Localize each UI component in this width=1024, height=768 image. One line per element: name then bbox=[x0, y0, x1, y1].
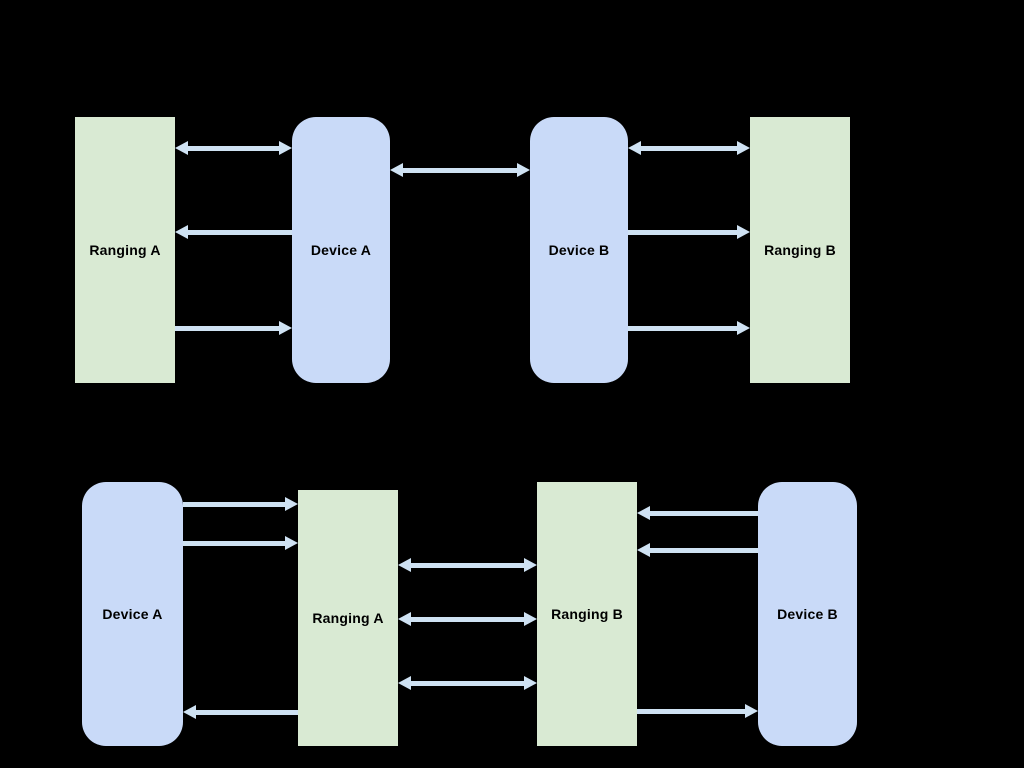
top-arrow-device-b-to-ranging-b-1 bbox=[628, 225, 750, 239]
bottom-arrow-ranging-a-ranging-b-both-2 bbox=[398, 612, 537, 626]
bottom-node-device-b: Device B bbox=[758, 482, 857, 746]
arrow-shaft bbox=[648, 510, 758, 516]
bottom-node-ranging-b: Ranging B bbox=[537, 482, 637, 746]
bottom-arrow-ranging-b-to-device-b bbox=[637, 704, 758, 718]
arrow-shaft bbox=[194, 709, 298, 715]
arrow-shaft bbox=[409, 616, 526, 622]
arrow-shaft bbox=[175, 325, 281, 331]
top-node-device-a-label: Device A bbox=[310, 242, 372, 258]
top-node-device-b-label: Device B bbox=[548, 242, 610, 258]
bottom-node-device-a: Device A bbox=[82, 482, 183, 746]
top-node-device-b: Device B bbox=[530, 117, 628, 383]
bottom-node-ranging-b-label: Ranging B bbox=[551, 606, 623, 622]
arrow-shaft bbox=[183, 501, 287, 507]
arrow-shaft bbox=[409, 562, 526, 568]
bottom-arrow-ranging-a-to-device-a bbox=[183, 705, 298, 719]
top-arrow-ranging-a-to-device-a bbox=[175, 321, 292, 335]
top-arrow-device-b-ranging-b-both bbox=[628, 141, 750, 155]
top-node-ranging-b: Ranging B bbox=[750, 117, 850, 383]
top-arrow-ranging-a-device-a-both bbox=[175, 141, 292, 155]
arrow-shaft bbox=[186, 145, 281, 151]
arrow-shaft bbox=[637, 708, 747, 714]
bottom-node-ranging-a: Ranging A bbox=[298, 490, 398, 746]
bottom-arrow-ranging-a-ranging-b-both-3 bbox=[398, 676, 537, 690]
arrow-shaft bbox=[183, 540, 287, 546]
bottom-arrow-device-a-to-ranging-a-2 bbox=[183, 536, 298, 550]
bottom-arrow-ranging-a-ranging-b-both-1 bbox=[398, 558, 537, 572]
arrow-shaft bbox=[648, 547, 758, 553]
arrow-shaft bbox=[401, 167, 519, 173]
arrow-shaft bbox=[639, 145, 739, 151]
top-node-ranging-b-label: Ranging B bbox=[764, 242, 836, 258]
arrow-shaft bbox=[628, 325, 739, 331]
bottom-arrow-device-b-to-ranging-b-1 bbox=[637, 506, 758, 520]
bottom-arrow-device-b-to-ranging-b-2 bbox=[637, 543, 758, 557]
top-arrow-device-a-to-ranging-a bbox=[175, 225, 292, 239]
arrow-shaft bbox=[409, 680, 526, 686]
bottom-node-device-b-label: Device B bbox=[777, 606, 838, 622]
bottom-node-ranging-a-label: Ranging A bbox=[312, 610, 384, 626]
arrow-shaft bbox=[186, 229, 292, 235]
top-arrow-device-b-to-ranging-b-2 bbox=[628, 321, 750, 335]
top-node-device-a: Device A bbox=[292, 117, 390, 383]
arrow-shaft bbox=[628, 229, 739, 235]
bottom-arrow-device-a-to-ranging-a-1 bbox=[183, 497, 298, 511]
top-arrow-device-a-device-b-both bbox=[390, 163, 530, 177]
top-node-ranging-a-label: Ranging A bbox=[89, 242, 161, 258]
top-node-ranging-a: Ranging A bbox=[75, 117, 175, 383]
bottom-node-device-a-label: Device A bbox=[102, 606, 163, 622]
